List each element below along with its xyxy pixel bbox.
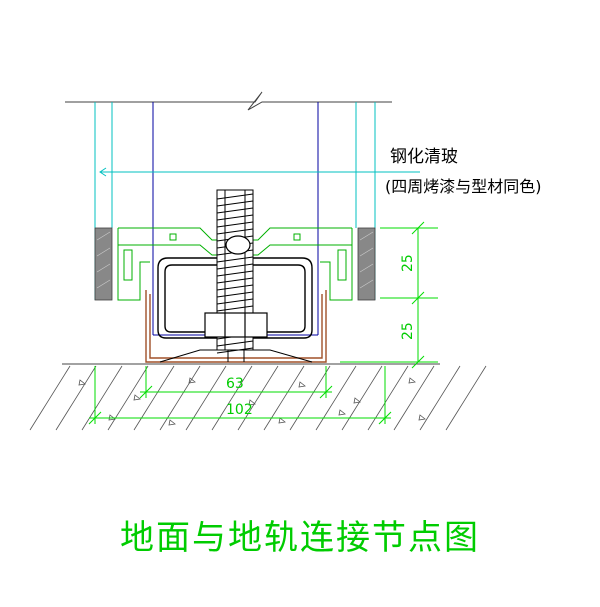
bolt-washer — [159, 349, 313, 363]
break-line — [65, 91, 392, 111]
glass-leader — [99, 167, 420, 177]
dim-lower-25-label: 25 — [400, 322, 416, 340]
u-track — [157, 257, 313, 339]
floor-hatch — [29, 365, 487, 431]
dim-102-label: 102 — [226, 402, 253, 418]
glass-name-label: 钢化清玻 — [390, 147, 458, 167]
dim-63-label: 63 — [226, 376, 244, 392]
dimension-lines — [88, 221, 438, 425]
bolt-nut — [204, 235, 268, 338]
seal-strips — [94, 227, 376, 301]
seal-hatch — [96, 231, 374, 289]
dim-upper-25-label: 25 — [400, 254, 416, 272]
finish-note-label: (四周烤漆与型材同色) — [385, 177, 542, 196]
drawing-title: 地面与地轨连接节点图 — [120, 518, 480, 558]
track-base — [145, 290, 327, 363]
